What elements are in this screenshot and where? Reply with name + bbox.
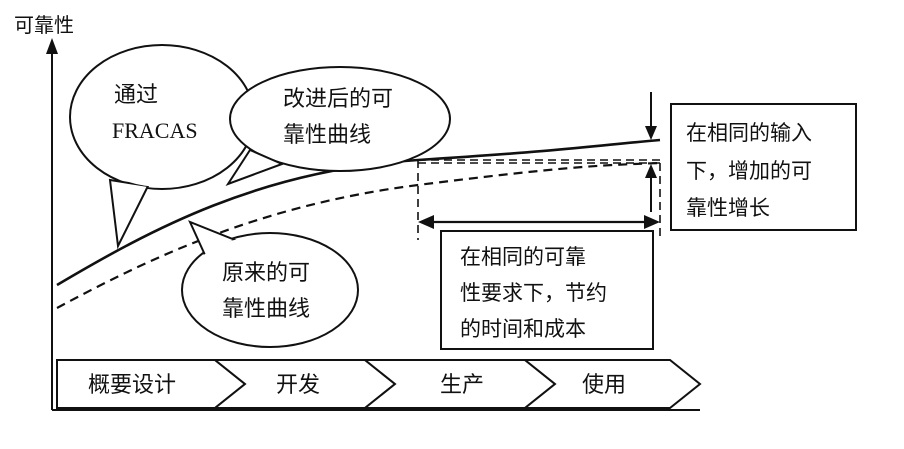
- phase-bar: 概要设计 开发 生产 使用: [56, 359, 702, 409]
- original-bubble-line-1: 原来的可: [222, 261, 310, 286]
- phase-chevron-use: [522, 359, 702, 409]
- time-cost-saving-box: [440, 230, 654, 350]
- time-cost-line-2: 性要求下，节约: [460, 281, 607, 305]
- time-cost-line-3: 的时间和成本: [460, 317, 586, 341]
- improved-curve-bubble: 改进后的可 靠性曲线: [225, 66, 451, 186]
- y-axis-label: 可靠性: [14, 13, 74, 37]
- reliability-gain-line-1: 在相同的输入: [686, 121, 812, 145]
- reliability-gain-line-3: 靠性增长: [686, 196, 770, 220]
- fracas-bubble-line-2: FRACAS: [112, 118, 198, 143]
- y-axis-arrow: [46, 38, 58, 54]
- improved-bubble-line-1: 改进后的可: [283, 87, 393, 112]
- improved-bubble-line-2: 靠性曲线: [283, 123, 371, 148]
- original-curve-bubble: 原来的可 靠性曲线: [181, 220, 359, 348]
- time-cost-line-1: 在相同的可靠: [460, 245, 586, 269]
- time-saving-arrowhead-left: [418, 215, 434, 229]
- fracas-bubble-line-1: 通过: [114, 83, 158, 108]
- reliability-gain-box: [670, 103, 857, 231]
- original-bubble-line-2: 靠性曲线: [222, 297, 310, 322]
- time-saving-arrowhead-right: [644, 215, 660, 229]
- reliability-gain-line-2: 下，增加的可: [686, 159, 812, 183]
- original-reliability-curve: [56, 161, 661, 309]
- phase-label-design: 概要设计: [88, 373, 176, 398]
- fracas-bubble: 通过 FRACAS: [69, 44, 255, 250]
- gain-arrow-top-head: [645, 126, 657, 140]
- gain-arrow-bottom-head: [645, 164, 657, 178]
- phase-label-use: 使用: [582, 373, 626, 398]
- phase-label-production: 生产: [440, 373, 484, 398]
- phase-label-development: 开发: [276, 373, 320, 398]
